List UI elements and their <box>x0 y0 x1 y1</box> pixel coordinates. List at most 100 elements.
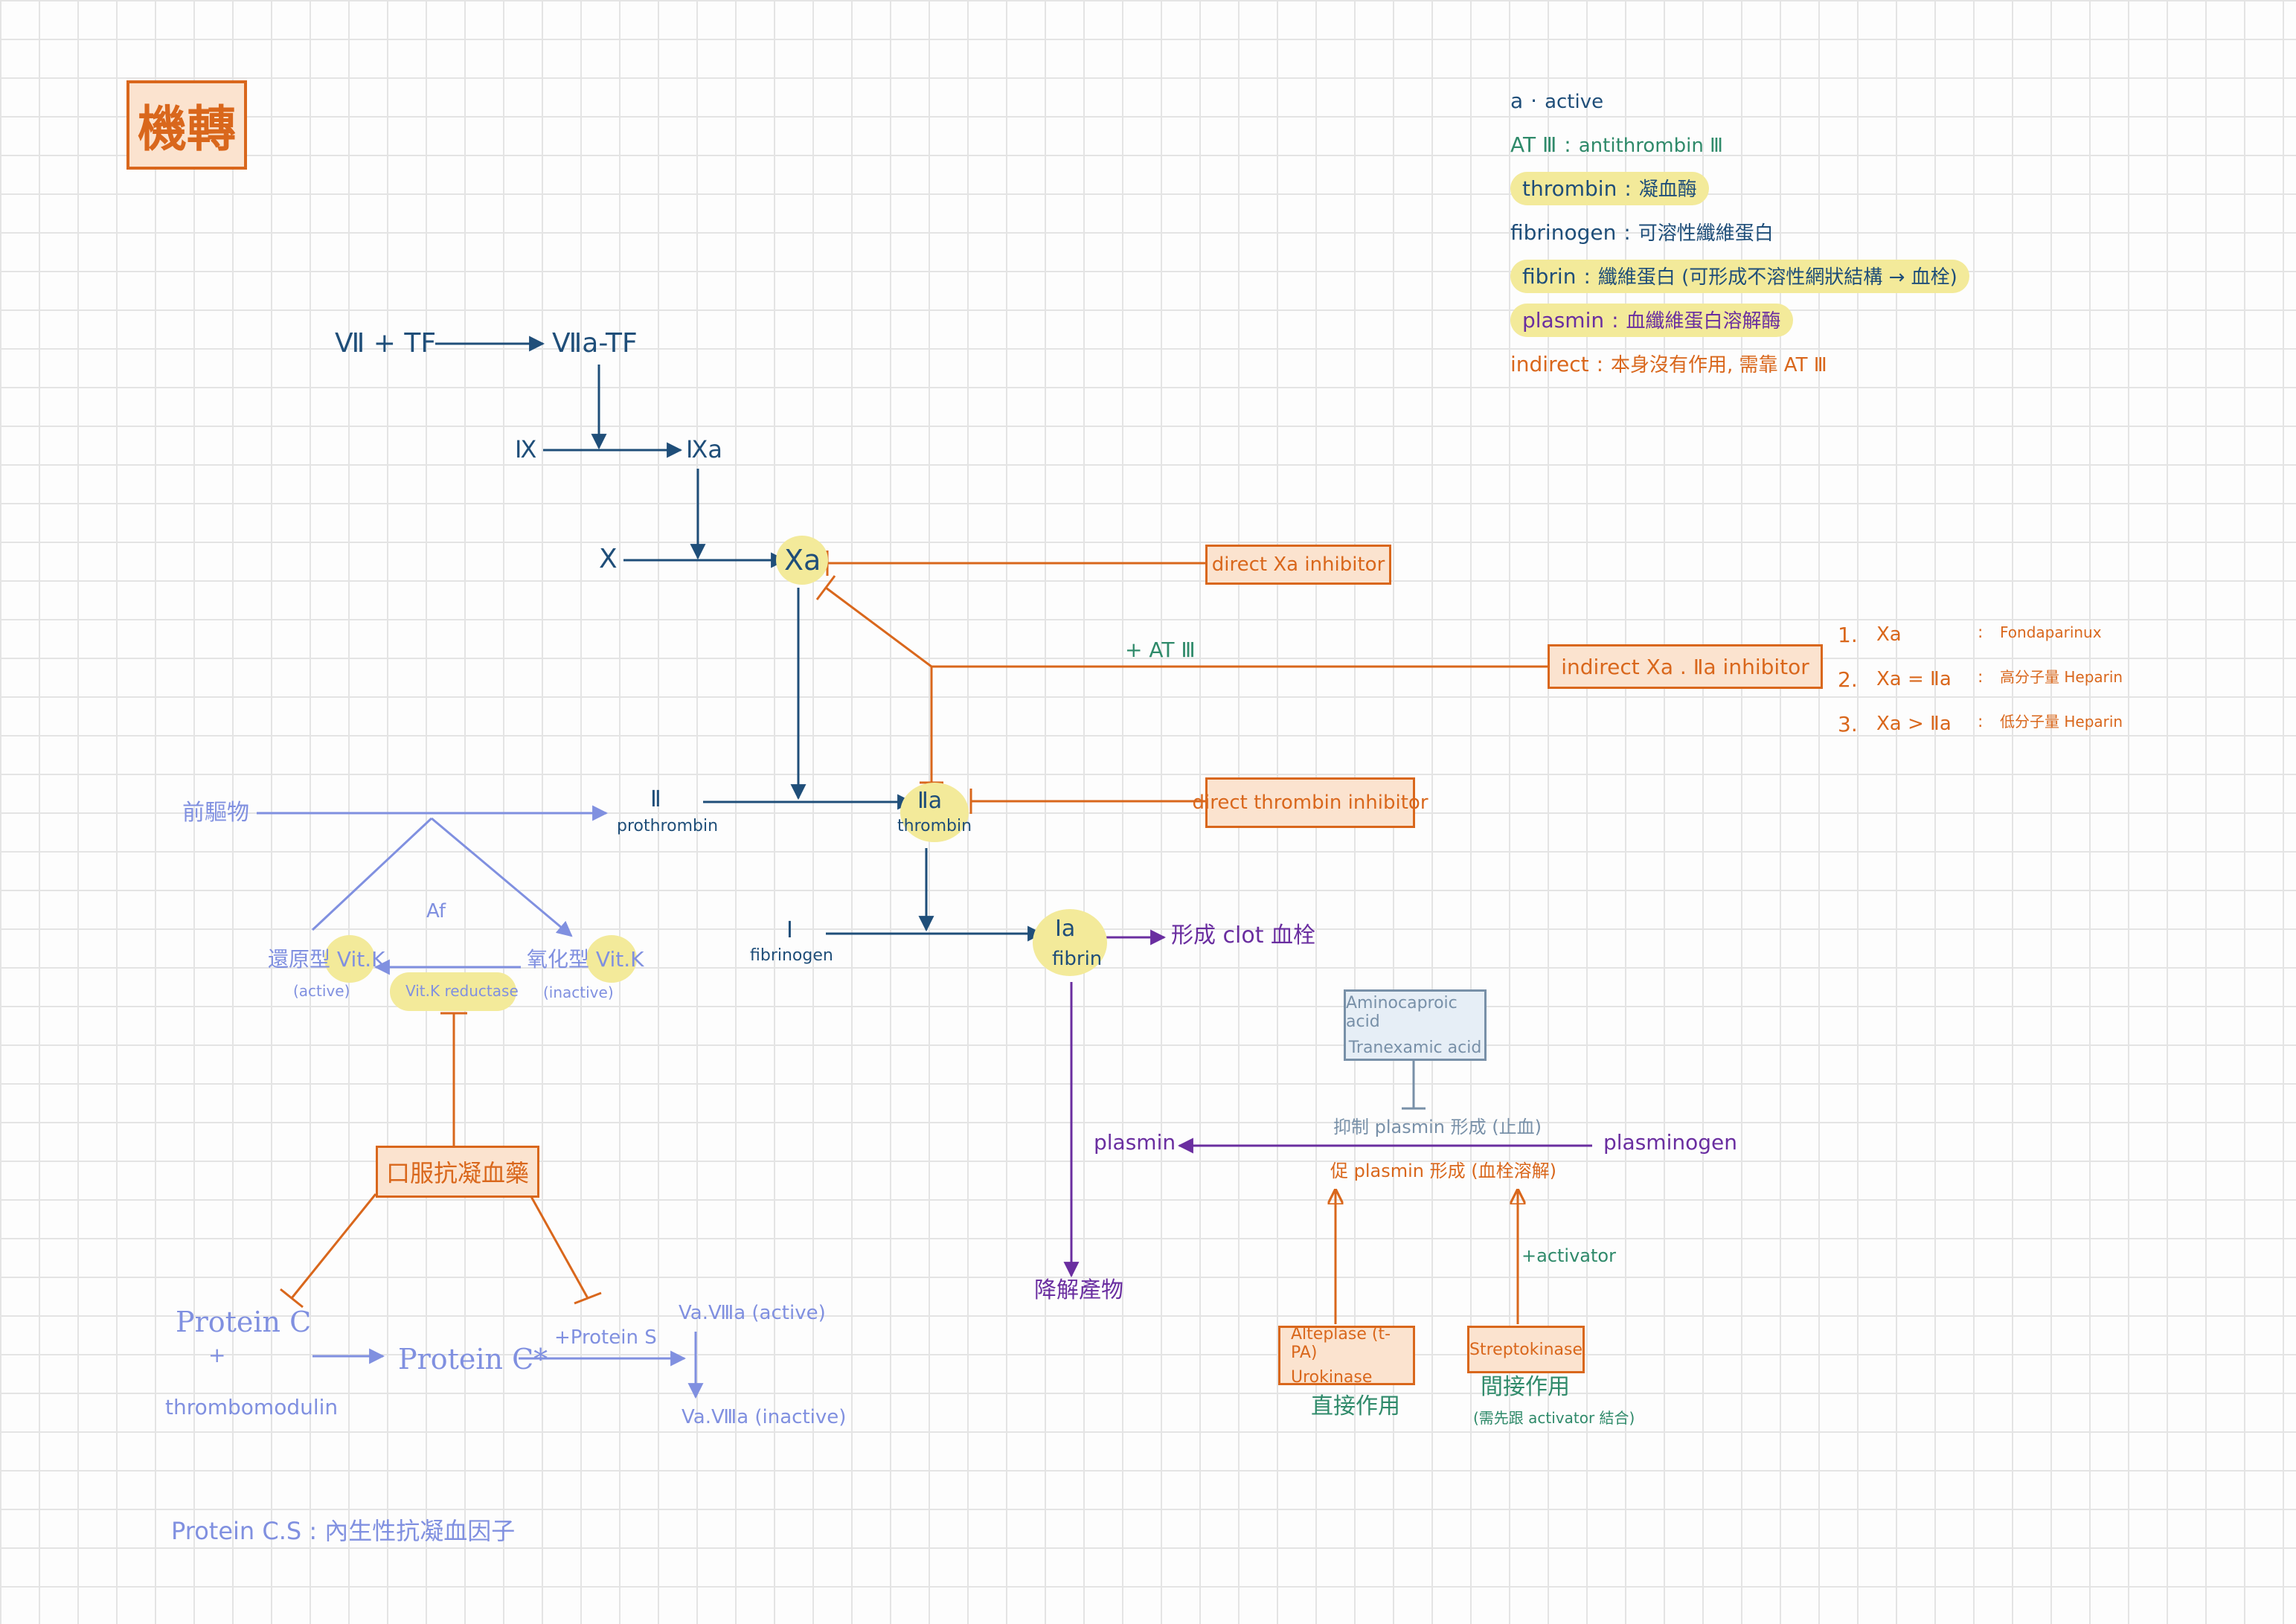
label-ii: Ⅱ <box>650 786 661 812</box>
label-iia: Ⅱa <box>917 788 943 814</box>
label-va-viiia-inactive: Va.Ⅷa (inactive) <box>682 1406 847 1428</box>
highlight-iia <box>900 783 969 842</box>
label-xa: Ⅹa <box>784 544 821 577</box>
legend-row: fibrin:纖維蛋白 (可形成不溶性網狀結構 → 血栓) <box>1510 260 1969 293</box>
indirect-row-drug: 低分子量 Heparin <box>2000 713 2123 731</box>
legend-definition: 血纖維蛋白溶解酶 <box>1626 310 1781 333</box>
highlight-oxidized-vitk <box>586 935 637 983</box>
box-direct-thrombin-inhibitor: direct thrombin inhibitor <box>1193 777 1428 828</box>
legend-separator: : <box>1624 176 1632 201</box>
legend-definition: 可溶性纖維蛋白 <box>1638 222 1774 245</box>
indirect-row-separator: : <box>1978 623 1984 642</box>
legend-term: plasmin <box>1522 308 1605 333</box>
label-viia-tf: Ⅶa-TF <box>552 328 638 359</box>
box-direct-xa-inhibitor: direct Xa inhibitor <box>1205 545 1391 585</box>
label-tranexamic-acid: Tranexamic acid <box>1348 1038 1482 1057</box>
label-prothrombin: prothrombin <box>617 817 719 835</box>
indirect-row-target: Xa > Ⅱa <box>1876 713 1952 735</box>
arrow-peak-to-oxidized <box>431 817 573 937</box>
legend-row: indirect: 本身沒有作用, 需靠 AT Ⅲ <box>1510 352 1827 376</box>
label-plus: + <box>208 1343 226 1367</box>
label-precursor: 前驅物 <box>182 800 249 826</box>
legend-entry: thrombin:凝血酶 <box>1510 172 1709 205</box>
label-reduced-state: (active) <box>293 982 350 1000</box>
indirect-inhibitor-row: 3. Xa > Ⅱa: 低分子量 Heparin <box>1838 714 2135 739</box>
legend-term: AT Ⅲ <box>1510 132 1557 157</box>
legend-entry: fibrin:纖維蛋白 (可形成不溶性網狀結構 → 血栓) <box>1510 260 1969 293</box>
inhibit-oral-to-protein-c <box>290 1193 377 1299</box>
label-oxidized-state: (inactive) <box>543 983 614 1001</box>
label-plasmin: plasmin <box>1094 1130 1176 1155</box>
box-antifibrinolytics: Aminocaproic acid Tranexamic acid <box>1344 989 1487 1061</box>
label-aminocaproic-acid: Aminocaproic acid <box>1346 993 1458 1031</box>
label-direct-action: 直接作用 <box>1311 1393 1400 1419</box>
label-ix: Ⅸ <box>515 435 537 463</box>
label-clot: 形成 clot 血栓 <box>1171 922 1316 949</box>
box-oral-anticoagulant: 口服抗凝血藥 <box>376 1146 539 1198</box>
inhibit-oral-to-protein-s <box>528 1193 589 1299</box>
label-protein-c-star: Protein C* <box>398 1343 548 1376</box>
label-fibrinogen: fibrinogen <box>750 946 833 965</box>
label-promote-plasmin: 促 plasmin 形成 (血栓溶解) <box>1330 1161 1556 1181</box>
label-va-viiia-active: Va.Ⅷa (active) <box>679 1302 826 1324</box>
highlight-reductase <box>390 972 516 1011</box>
indirect-row-separator: : <box>1978 713 1984 731</box>
indirect-row-drug: Fondaparinux <box>2000 623 2102 641</box>
legend-row: plasmin: 血纖維蛋白溶解酶 <box>1510 304 1793 337</box>
indirect-row-drug: 高分子量 Heparin <box>2000 668 2123 686</box>
label-alteplase: Alteplase (t-PA) <box>1291 1324 1391 1362</box>
highlight-xa <box>776 536 828 585</box>
legend-row: a·active <box>1510 91 1603 112</box>
legend-separator: : <box>1564 132 1571 157</box>
highlight-ia <box>1033 909 1107 976</box>
label-urokinase: Urokinase <box>1291 1367 1373 1387</box>
legend-row: thrombin:凝血酶 <box>1510 172 1709 205</box>
box-alteplase-urokinase: Alteplase (t-PA) Urokinase <box>1278 1324 1415 1387</box>
legend-definition: 凝血酶 <box>1638 179 1697 201</box>
label-ia: Ⅰa <box>1055 916 1076 942</box>
label-i: Ⅰ <box>786 917 793 943</box>
indirect-inhibitor-row: 1. Xa: Fondaparinux <box>1838 625 2135 650</box>
legend-definition: 纖維蛋白 (可形成不溶性網狀結構 → 血栓) <box>1597 266 1957 289</box>
legend-separator: : <box>1612 308 1619 333</box>
label-vii-tf: Ⅶ + TF <box>335 328 437 359</box>
legend-entry: a·active <box>1510 89 1603 113</box>
legend-term: fibrinogen <box>1510 220 1617 245</box>
legend-row: AT Ⅲ: antithrombin Ⅲ <box>1510 132 1723 157</box>
legend-term: a <box>1510 89 1524 113</box>
page-title: 機轉 <box>138 100 236 158</box>
indirect-row-number: 1. <box>1838 623 1858 647</box>
indirect-row-target: Xa = Ⅱa <box>1876 668 1952 690</box>
label-thrombomodulin: thrombomodulin <box>165 1395 339 1419</box>
highlight-reduced-vitk <box>324 935 375 983</box>
legend-separator: : <box>1596 352 1604 376</box>
label-inhibit-plasmin: 抑制 plasmin 形成 (止血) <box>1333 1117 1542 1137</box>
legend-term: indirect <box>1510 352 1589 376</box>
label-plus-protein-s: +Protein S <box>554 1326 657 1349</box>
inhibit-indirect-to-xa <box>825 586 932 668</box>
title-stamp: 機轉 <box>126 80 247 170</box>
label-x: Ⅹ <box>599 544 618 574</box>
legend-separator: : <box>1623 220 1631 245</box>
label-fibrin: fibrin <box>1052 948 1103 970</box>
legend-separator: · <box>1530 89 1538 113</box>
label-oxidized-vitk: 氧化型 Vit.K <box>527 947 644 972</box>
indirect-row-number: 2. <box>1838 667 1858 692</box>
label-activator: +activator <box>1521 1245 1616 1266</box>
label-vitk-reductase: Vit.K reductase <box>405 982 519 1000</box>
label-indirect-action: 間接作用 <box>1481 1374 1570 1400</box>
indirect-inhibitor-row: 2.Xa = Ⅱa:高分子量 Heparin <box>1838 670 2135 695</box>
box-indirect-xa-iia-inhibitor: indirect Xa . Ⅱa inhibitor <box>1548 644 1823 689</box>
indirect-row-target: Xa <box>1876 623 1902 646</box>
label-at3: + AT Ⅲ <box>1125 638 1196 662</box>
label-protein-cs-note: Protein C.S : 內生性抗凝血因子 <box>171 1517 516 1545</box>
legend-entry: fibrinogen: 可溶性纖維蛋白 <box>1510 220 1774 245</box>
legend-definition: antithrombin Ⅲ <box>1578 135 1723 157</box>
line-reduced-to-peak <box>311 817 433 931</box>
legend-definition: 本身沒有作用, 需靠 AT Ⅲ <box>1611 354 1827 376</box>
legend-entry: plasmin: 血纖維蛋白溶解酶 <box>1510 304 1793 337</box>
label-plasminogen: plasminogen <box>1603 1130 1737 1155</box>
label-thrombin: thrombin <box>897 817 972 835</box>
indirect-row-number: 3. <box>1838 712 1858 736</box>
